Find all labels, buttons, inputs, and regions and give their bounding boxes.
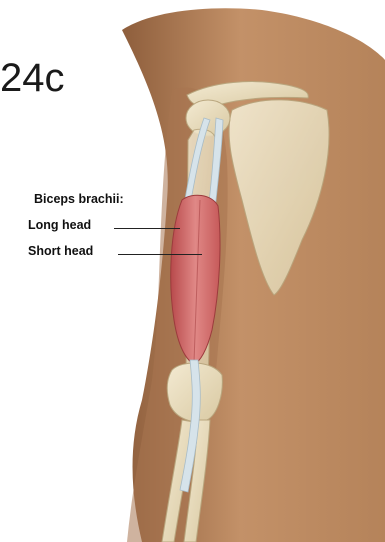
short-head-label: Short head <box>28 244 93 258</box>
biceps-brachii-label: Biceps brachii: <box>34 192 124 206</box>
figure-label: 24c <box>0 58 65 98</box>
arm-anatomy-illustration <box>112 0 385 542</box>
long-head-label: Long head <box>28 218 91 232</box>
short-head-leader-line <box>118 254 202 255</box>
long-head-leader-line <box>114 228 180 229</box>
